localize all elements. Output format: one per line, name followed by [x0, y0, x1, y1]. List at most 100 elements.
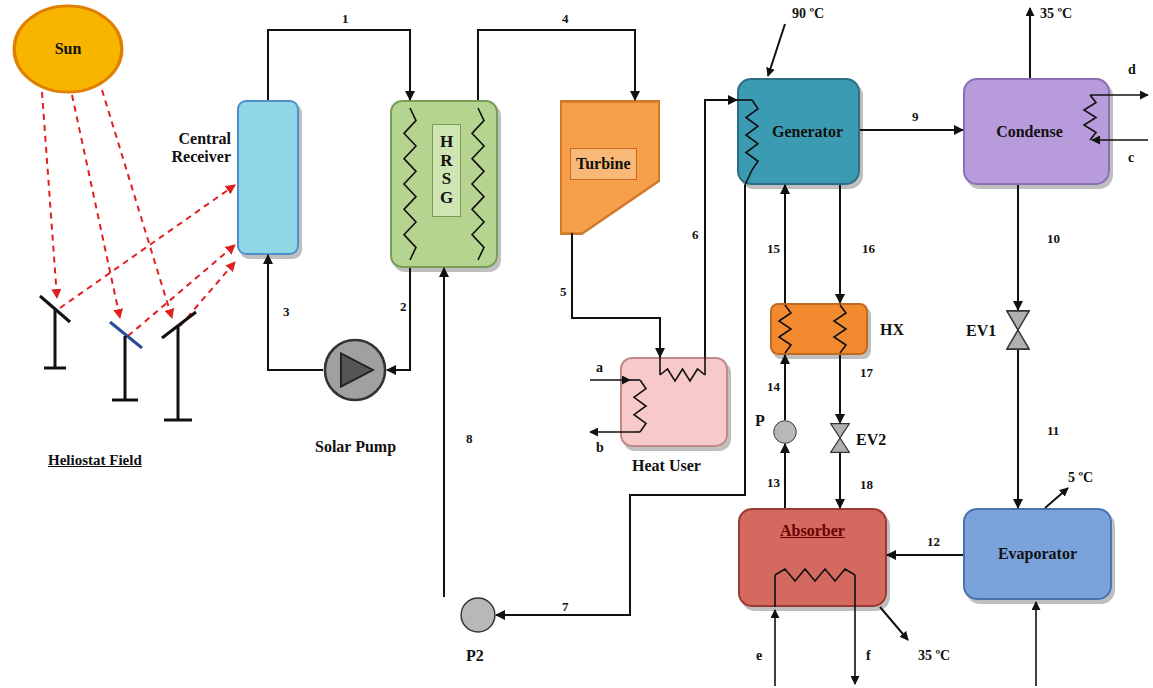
flow-connector: [478, 30, 635, 100]
state-number: 6: [690, 228, 701, 242]
circle-outline: [14, 6, 122, 92]
flow-connector: [839, 355, 841, 423]
state-number: 13: [765, 476, 782, 490]
valve-outline: [831, 424, 850, 453]
expansion-valve: EV1: [1006, 310, 1030, 350]
state-number: 17: [858, 366, 875, 380]
temperature-label: 90 ºC: [792, 6, 824, 21]
sun-ray: [42, 92, 57, 298]
state-number: 3: [281, 305, 292, 319]
field-label: Heliostat Field: [48, 452, 142, 469]
heliostat-rays: [42, 90, 235, 336]
pump-body: [774, 421, 797, 444]
valve-outline: [1007, 311, 1030, 349]
state-number: 12: [925, 535, 942, 549]
coil-lead: [636, 431, 640, 433]
coil-lead: [774, 575, 776, 607]
stream-letter: e: [756, 648, 762, 663]
solar-pump: Solar Pump: [323, 338, 387, 402]
flow-connector: [496, 185, 745, 615]
pump-body: [461, 598, 495, 632]
node-text: Generator: [765, 122, 850, 140]
stream-letter: f: [866, 648, 871, 663]
flow-connector: [443, 268, 445, 597]
state-number: 8: [464, 432, 475, 446]
flow-connector: [705, 100, 737, 357]
flow-connector: [784, 185, 786, 303]
heat-user-box: Heat User: [620, 357, 728, 447]
node-label: HX: [880, 321, 904, 339]
flow-connector: [1017, 185, 1019, 310]
node-label: P2: [466, 647, 484, 665]
node-label: Heat User: [632, 457, 701, 475]
pump-outline: [460, 597, 496, 633]
generator-box: Generator: [737, 78, 860, 185]
pump: P2: [460, 597, 496, 633]
stream-letter: a: [596, 360, 603, 375]
flow-connector: [784, 444, 786, 508]
stream-letter: b: [596, 440, 604, 455]
node-label: P: [755, 412, 765, 430]
solar-pump-outline: [323, 338, 387, 402]
temperature-label: 35 ºC: [918, 648, 950, 663]
flow-connector: [1017, 350, 1019, 508]
coil-lead: [737, 99, 752, 101]
expansion-valve: EV2: [830, 423, 850, 453]
flow-connector: [860, 129, 963, 131]
state-number: 7: [560, 600, 571, 614]
temperature-label: 35 ºC: [1040, 6, 1072, 21]
coil-lead: [630, 379, 640, 381]
turbine-shape: Turbine: [560, 100, 660, 235]
node-text: Absorber: [748, 522, 877, 540]
coil-lead: [854, 575, 856, 607]
node-label: Solar Pump: [315, 438, 396, 456]
state-number: 10: [1045, 232, 1062, 246]
streams: [590, 8, 1148, 686]
coil-lead: [659, 357, 661, 375]
sun-ray: [102, 90, 172, 318]
flow-connector: [784, 355, 786, 420]
node-label: Central Receiver: [149, 130, 231, 167]
absorber-box: Absorber: [738, 508, 887, 607]
node-label: EV1: [966, 322, 996, 340]
pump-body: [325, 340, 385, 400]
state-number: 4: [560, 12, 571, 26]
node-text: Turbine: [570, 148, 637, 180]
pump-triangle: [341, 353, 373, 386]
turbine-outline: [561, 101, 659, 233]
flow-connector: [572, 233, 660, 357]
heliostats: [40, 296, 196, 420]
flow-connector: [839, 185, 841, 303]
expansion-valve-outline: [1006, 310, 1030, 350]
stream-letter: d: [1128, 62, 1136, 77]
state-number: 5: [558, 285, 569, 299]
flow-connector: [839, 453, 841, 508]
node-label: EV2: [856, 431, 886, 449]
node-text: Sun: [20, 40, 116, 58]
node-text: HRSG: [432, 124, 461, 217]
sun-circle: Sun: [12, 4, 124, 94]
state-number: 16: [860, 242, 877, 256]
state-number: 2: [398, 300, 409, 314]
flow-connector: [268, 255, 323, 370]
coil-lead: [704, 357, 706, 375]
pump-outline: [773, 420, 797, 444]
sun-ray: [72, 95, 120, 318]
node-text: Evaporator: [973, 545, 1102, 563]
heat-exchanger: HX: [770, 303, 868, 355]
state-number: 14: [765, 380, 782, 394]
temperature-label: 5 ºC: [1068, 470, 1093, 485]
state-number: 15: [765, 242, 782, 256]
reflected-ray: [60, 185, 235, 308]
state-number: 1: [340, 12, 351, 26]
condenser-box: Condense: [963, 78, 1110, 185]
flow-connector: [268, 30, 410, 100]
flow-connector: [387, 268, 410, 370]
node-text: Condense: [973, 122, 1086, 140]
expansion-valve-outline: [830, 423, 850, 453]
state-number: 18: [858, 478, 875, 492]
state-number: 9: [910, 110, 921, 124]
